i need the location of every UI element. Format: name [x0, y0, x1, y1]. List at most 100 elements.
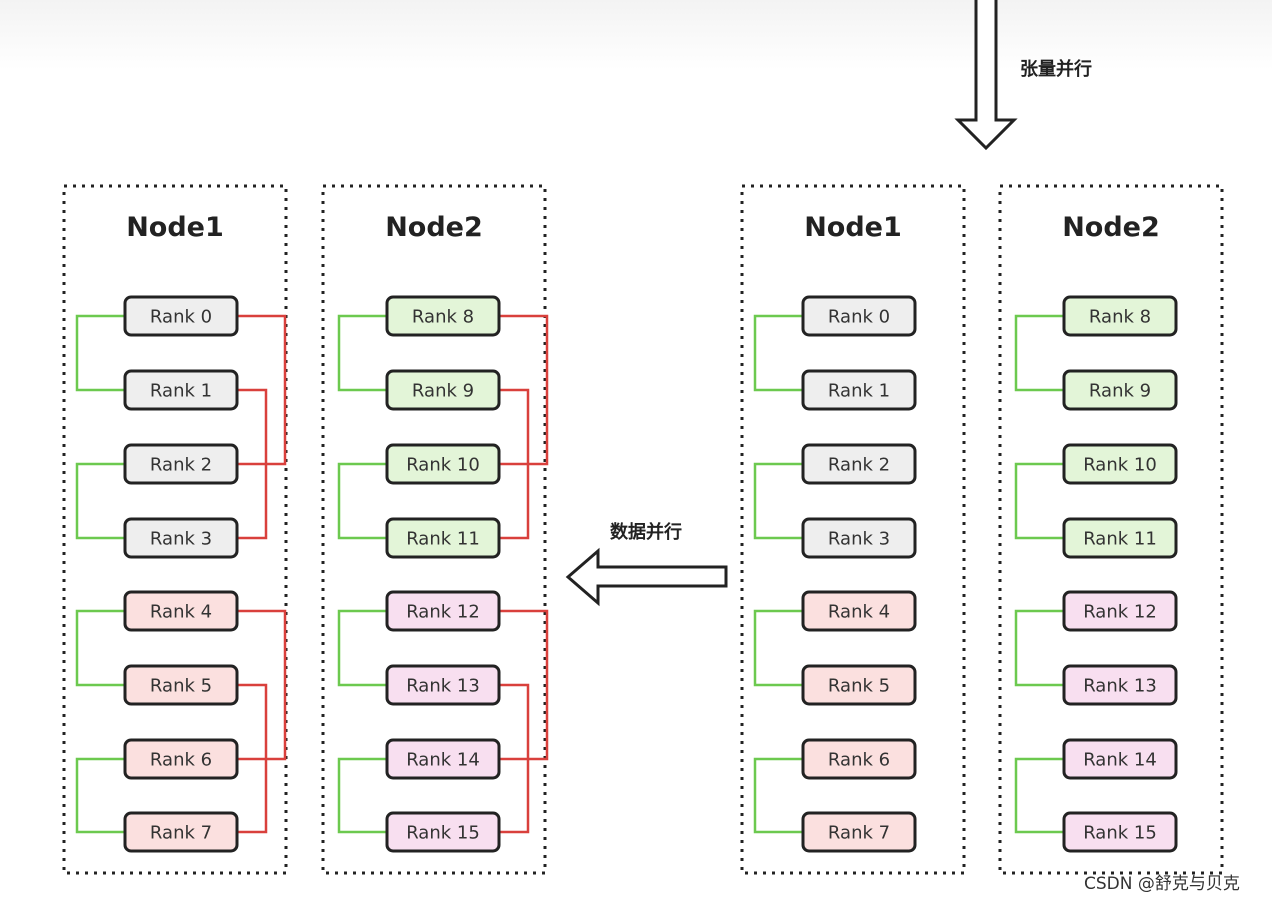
- rank-label: Rank 12: [1083, 602, 1157, 623]
- rank-box: Rank 6: [123, 738, 239, 780]
- rank-box: Rank 11: [1062, 517, 1178, 559]
- tensor-parallel-link: [337, 609, 387, 687]
- rank-box: Rank 2: [123, 443, 239, 485]
- rank-box-shape: [123, 443, 239, 485]
- tensor-parallel-link: [1014, 462, 1064, 540]
- rank-label: Rank 9: [412, 381, 474, 402]
- rank-box-shape: [1062, 369, 1178, 411]
- node-title: Node1: [804, 212, 902, 243]
- rank-box-shape: [385, 664, 501, 706]
- rank-box: Rank 5: [801, 664, 917, 706]
- rank-label: Rank 11: [1083, 529, 1157, 550]
- rank-box-shape: [123, 590, 239, 632]
- data-parallel-link: [499, 314, 549, 466]
- rank-box: Rank 1: [123, 369, 239, 411]
- rank-box: Rank 0: [801, 295, 917, 337]
- rank-box: Rank 4: [123, 590, 239, 632]
- rank-label: Rank 6: [828, 750, 890, 771]
- rank-box-shape: [1062, 517, 1178, 559]
- rank-label: Rank 12: [406, 602, 480, 623]
- rank-box: Rank 6: [801, 738, 917, 780]
- rank-label: Rank 2: [150, 455, 212, 476]
- node-title: Node2: [385, 212, 483, 243]
- rank-box: Rank 0: [123, 295, 239, 337]
- data-parallel-label: 数据并行: [610, 521, 682, 543]
- tensor-parallel-link: [1014, 314, 1064, 392]
- rank-box: Rank 10: [1062, 443, 1178, 485]
- rank-box: Rank 2: [801, 443, 917, 485]
- rank-box-shape: [385, 811, 501, 853]
- data-parallel-link: [499, 609, 549, 761]
- rank-label: Rank 8: [412, 307, 474, 328]
- rank-box-shape: [385, 295, 501, 337]
- rank-box-shape: [123, 369, 239, 411]
- rank-box-shape: [801, 295, 917, 337]
- watermark-text: CSDN @舒克与贝克: [1084, 874, 1240, 894]
- rank-box: Rank 4: [801, 590, 917, 632]
- rank-label: Rank 7: [150, 823, 212, 844]
- rank-box: Rank 9: [1062, 369, 1178, 411]
- rank-label: Rank 1: [828, 381, 890, 402]
- rank-label: Rank 11: [406, 529, 480, 550]
- rank-box: Rank 10: [385, 443, 501, 485]
- rank-label: Rank 4: [828, 602, 890, 623]
- rank-box: Rank 8: [1062, 295, 1178, 337]
- rank-label: Rank 3: [828, 529, 890, 550]
- rank-box-shape: [385, 369, 501, 411]
- data-parallel-link: [237, 388, 268, 540]
- data-parallel-link: [237, 683, 268, 834]
- tensor-parallel-arrow: 张量并行: [954, 0, 1092, 151]
- rank-box-shape: [801, 443, 917, 485]
- rank-box: Rank 12: [385, 590, 501, 632]
- rank-box-shape: [801, 590, 917, 632]
- rank-box-shape: [1062, 590, 1178, 632]
- top-fade-band: [0, 0, 1272, 70]
- rank-box-shape: [123, 295, 239, 337]
- rank-box-shape: [1062, 738, 1178, 780]
- rank-box: Rank 5: [123, 664, 239, 706]
- data-parallel-arrow: 数据并行: [565, 521, 728, 607]
- data-parallel-link: [499, 388, 530, 540]
- rank-label: Rank 2: [828, 455, 890, 476]
- node-border: [321, 184, 547, 875]
- rank-box-shape: [1062, 811, 1178, 853]
- rank-label: Rank 14: [1083, 750, 1157, 771]
- rank-box: Rank 3: [123, 517, 239, 559]
- rank-box: Rank 15: [1062, 811, 1178, 853]
- data-parallel-link: [237, 314, 287, 466]
- rank-box-shape: [801, 738, 917, 780]
- rank-label: Rank 8: [1089, 307, 1151, 328]
- rank-box-shape: [123, 811, 239, 853]
- tensor-parallel-link: [337, 462, 387, 540]
- rank-box-shape: [123, 738, 239, 780]
- rank-label: Rank 14: [406, 750, 480, 771]
- rank-box-shape: [123, 517, 239, 559]
- tensor-parallel-link: [337, 757, 387, 834]
- rank-box: Rank 14: [1062, 738, 1178, 780]
- rank-box-shape: [801, 369, 917, 411]
- tensor-parallel-link: [753, 462, 803, 540]
- data-parallel-link: [237, 609, 287, 761]
- node-title: Node1: [126, 212, 224, 243]
- tensor-parallel-link: [337, 314, 387, 392]
- node-border: [62, 184, 288, 875]
- rank-box: Rank 13: [385, 664, 501, 706]
- rank-box: Rank 7: [123, 811, 239, 853]
- node-border: [998, 184, 1224, 875]
- rank-box: Rank 8: [385, 295, 501, 337]
- rank-label: Rank 1: [150, 381, 212, 402]
- tensor-parallel-link: [1014, 609, 1064, 687]
- rank-box-shape: [1062, 295, 1178, 337]
- rank-label: Rank 15: [406, 823, 480, 844]
- tensor-parallel-label: 张量并行: [1020, 58, 1092, 80]
- rank-label: Rank 0: [150, 307, 212, 328]
- rank-box-shape: [385, 590, 501, 632]
- rank-box-shape: [801, 517, 917, 559]
- rank-label: Rank 13: [406, 676, 480, 697]
- rank-box-shape: [385, 443, 501, 485]
